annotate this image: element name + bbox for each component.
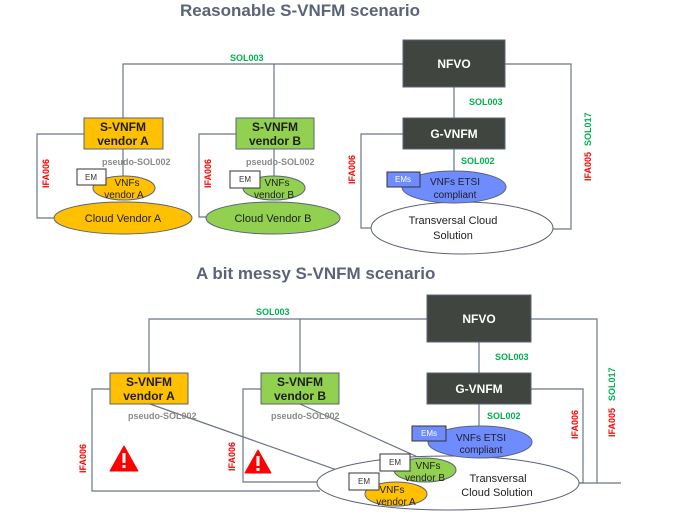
bottom-ifa006-a-label: IFA006 [78,444,88,473]
top-cloud-b[interactable] [205,201,341,235]
bottom-sol003-nfvo-gvnfm-label: SOL003 [495,352,529,362]
bottom-pseudo-b-line [299,403,421,459]
top-ifa006-a-label: IFA006 [41,159,51,188]
bottom-ifa006-a-line [91,388,320,492]
bottom-transversal-line1: Transversal [469,473,526,485]
top-ifa006-a-line [36,133,84,219]
top-vnfs-b-line1: VNFs [265,178,290,189]
top-ifa005-label: IFA005 [583,152,593,181]
bottom-em-a-label: EM [358,477,370,486]
top-vnfs-a-line2: vendor A [104,190,144,201]
top-sol003-line-a [122,63,403,118]
top-ifa006-g-label: IFA006 [347,155,357,184]
bottom-vnfs-b-line1: VNFs [416,461,441,472]
bottom-sol003-label: SOL003 [256,307,290,317]
bottom-svnfm-b-line1: S-VNFM [277,375,323,389]
bottom-pseudo-b-label: pseudo-SOL002 [271,411,340,421]
bottom-vnfs-b-line2: vendor B [405,473,445,484]
top-vnfs-a[interactable] [92,175,156,201]
top-title: Reasonable S-VNFM scenario [180,1,420,20]
bottom-pseudo-a-label: pseudo-SOL002 [128,411,197,421]
bottom-title: A bit messy S-VNFM scenario [196,264,435,283]
bottom-ifa006-g-label: IFA006 [570,410,580,439]
top-cloud-a-label: Cloud Vendor A [85,213,162,225]
bottom-vnfs-etsi-line2: compliant [460,445,503,456]
bottom-transversal-line2: Cloud Solution [461,487,533,499]
bottom-nfvo-box[interactable] [426,294,532,343]
top-em-b-box[interactable] [229,170,261,189]
top-nfvo-label: NFVO [437,57,470,71]
bottom-ems-label: EMs [421,429,437,438]
bottom-vnfs-a[interactable] [364,481,428,507]
top-transversal-line1: Transversal Cloud [409,215,498,227]
bottom-svnfm-a-box[interactable] [109,372,189,405]
top-svnfm-b-line1: S-VNFM [252,120,298,134]
bottom-ifa006-b-line [242,388,318,483]
top-svnfm-a-box[interactable] [83,117,164,150]
warning-icon [244,449,272,474]
bottom-ems-box[interactable] [411,425,447,442]
top-cloud-a[interactable] [53,201,193,235]
top-em-b-label: EM [239,175,251,184]
top-sol003-label: SOL003 [230,53,264,63]
top-pseudo-b-label: pseudo-SOL002 [246,157,315,167]
top-vnfs-etsi-line2: compliant [434,190,477,201]
top-sol017-line [505,63,572,230]
top-svnfm-b-box[interactable] [235,117,315,150]
top-transversal-cloud[interactable] [370,201,554,255]
bottom-sol003-line-a [148,318,427,373]
bottom-sol017-label: SOL017 [607,367,617,401]
bottom-vnfs-etsi[interactable] [427,425,533,459]
warning-icon [109,445,139,472]
bottom-sol017-line [531,318,621,484]
top-gvnfm-label: G-VNFM [430,127,477,141]
bottom-em-b-box[interactable] [379,453,411,472]
top-ems-label: EMs [395,175,411,184]
top-gvnfm-box[interactable] [402,117,506,150]
top-sol003-nfvo-gvnfm-label: SOL003 [469,97,503,107]
top-vnfs-b-line2: vendor B [254,190,294,201]
bottom-gvnfm-box[interactable] [426,372,532,405]
top-svnfm-b-line2: vendor B [249,134,301,148]
top-transversal-line2: Solution [433,230,473,242]
top-cloud-b-label: Cloud Vendor B [234,213,311,225]
top-pseudo-a-label: pseudo-SOL002 [102,157,171,167]
bottom-svnfm-b-line2: vendor B [274,389,326,403]
bottom-diagram: A bit messy S-VNFM scenario NFVO G-VNFM … [78,264,621,511]
bottom-ifa006-g-line [531,388,584,484]
bottom-vnfs-a-line1: VNFs [380,485,405,496]
top-vnfs-a-line1: VNFs [115,178,140,189]
top-em-a-box[interactable] [76,168,107,186]
bottom-svnfm-a-line2: vendor A [123,389,175,403]
bottom-svnfm-b-box[interactable] [260,372,340,405]
top-vnfs-etsi-line1: VNFs ETSI [430,177,480,188]
top-ifa006-b-line [198,133,236,218]
bottom-ifa006-b-label: IFA006 [227,442,237,471]
bottom-gvnfm-label: G-VNFM [455,382,502,396]
top-em-a-label: EM [85,173,97,182]
bottom-vnfs-a-line2: vendor A [376,497,416,508]
top-ems-box[interactable] [386,171,421,188]
bottom-vnfs-etsi-line1: VNFs ETSI [456,433,506,444]
top-ifa006-b-label: IFA006 [203,159,213,188]
bottom-sol002-label: SOL002 [487,411,521,421]
top-ifa006-g-line [360,133,403,229]
top-diagram: Reasonable S-VNFM scenario NFVO G-VNFM S… [36,1,593,255]
top-svnfm-a-line2: vendor A [97,134,149,148]
top-sol017-label: SOL017 [583,112,593,146]
bottom-svnfm-a-line1: S-VNFM [126,375,172,389]
top-sol002-label: SOL002 [461,156,495,166]
bottom-ifa005-label: IFA005 [607,408,617,437]
bottom-em-a-box[interactable] [348,472,380,491]
top-nfvo-box[interactable] [402,39,506,88]
bottom-em-b-label: EM [389,458,401,467]
bottom-nfvo-label: NFVO [462,312,495,326]
top-svnfm-a-line1: S-VNFM [100,120,146,134]
